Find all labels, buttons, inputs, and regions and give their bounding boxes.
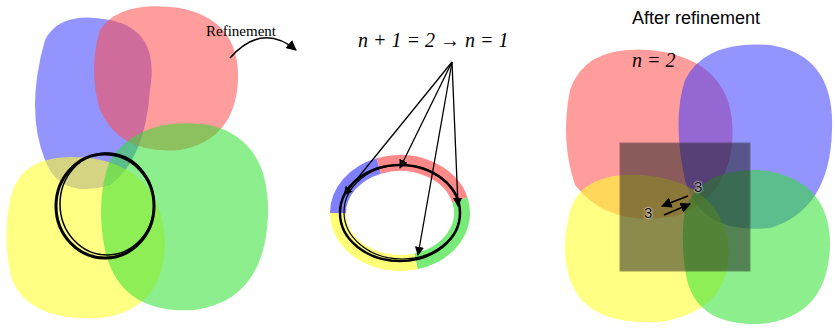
refinement-arrow xyxy=(230,38,296,58)
right-regions xyxy=(565,44,832,324)
callout-number: 3 xyxy=(694,178,702,196)
callout-number: 3 xyxy=(644,204,652,222)
formula-label: n + 1 = 2 → n = 1 xyxy=(358,28,509,52)
caption-label: After refinement xyxy=(632,8,760,30)
left-sketch-circle xyxy=(56,153,154,258)
middle-sketch-circle xyxy=(340,165,460,261)
neighbor-arrows xyxy=(662,196,690,215)
step-label: Refinement xyxy=(206,22,276,40)
left-regions xyxy=(6,6,268,318)
leader-arrows xyxy=(344,62,458,255)
refinement-square xyxy=(620,143,750,271)
formula-label: n = 2 xyxy=(632,48,676,72)
middle-ring xyxy=(338,163,462,263)
